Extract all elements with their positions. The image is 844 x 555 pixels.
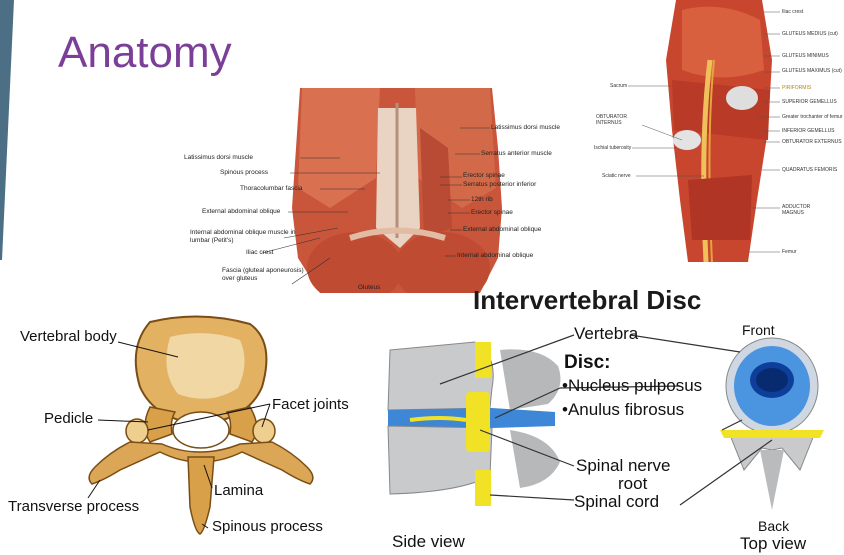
back-label-latissimus-left: Latissimus dorsi muscle bbox=[184, 154, 253, 161]
hip-label-ischial-tuberosity: Ischial tuberosity bbox=[594, 145, 631, 151]
back-label-external-oblique-right: External abdominal oblique bbox=[463, 226, 541, 233]
vertebra-label-lamina: Lamina bbox=[214, 482, 263, 499]
back-label-latissimus-right: Latissimus dorsi muscle bbox=[491, 124, 560, 131]
slide-accent-bar bbox=[0, 0, 14, 260]
back-label-internal-oblique-right: Internal abdominal oblique bbox=[457, 252, 533, 259]
disc-label-root: root bbox=[618, 474, 647, 494]
back-label-erector-spinae-upper: Erector spinae bbox=[463, 172, 505, 179]
disc-label-disc: Disc: bbox=[564, 352, 610, 374]
back-label-12th-rib: 12th rib bbox=[471, 196, 493, 203]
hip-label-iliac-crest: Iliac crest bbox=[782, 9, 803, 15]
vertebra-label-facet-joints: Facet joints bbox=[272, 396, 349, 413]
back-label-iliac-crest: Iliac crest bbox=[246, 249, 273, 256]
hip-label-obturator-externus: OBTURATOR EXTERNUS bbox=[782, 139, 842, 145]
vertebra-label-spinous-process: Spinous process bbox=[212, 518, 323, 535]
vertebra-illustration: Vertebral body Facet joints Pedicle Lami… bbox=[0, 302, 360, 555]
hip-label-superior-gemellus: SUPERIOR GEMELLUS bbox=[782, 99, 837, 105]
back-label-erector-spinae-lower: Erector spinae bbox=[471, 209, 513, 216]
back-muscles-illustration: Latissimus dorsi muscle Spinous process … bbox=[180, 88, 580, 293]
disc-label-vertebra: Vertebra bbox=[574, 324, 638, 344]
back-label-serratus-anterior: Serratus anterior muscle bbox=[481, 150, 552, 157]
hip-label-piriformis: PIRIFORMIS bbox=[782, 85, 811, 91]
vertebra-label-body: Vertebral body bbox=[20, 328, 117, 345]
hip-label-gluteus-minimus: GLUTEUS MINIMUS bbox=[782, 53, 829, 59]
disc-diagram: Intervertebral Disc Front Vertebra Disc:… bbox=[380, 280, 844, 555]
vertebra-label-pedicle: Pedicle bbox=[44, 410, 93, 427]
hip-label-inferior-gemellus: INFERIOR GEMELLUS bbox=[782, 128, 835, 134]
hip-label-gluteus-maximus: GLUTEUS MAXIMUS (cut) bbox=[782, 68, 842, 74]
disc-label-side-view: Side view bbox=[392, 532, 465, 552]
vertebra-label-transverse-process: Transverse process bbox=[8, 498, 139, 515]
disc-label-front: Front bbox=[742, 322, 775, 338]
disc-label-anulus-fibrosus: •Anulus fibrosus bbox=[562, 400, 684, 420]
hip-label-greater-trochanter: Greater trochanter of femur bbox=[782, 114, 843, 120]
slide-title: Anatomy bbox=[58, 28, 232, 78]
hip-label-femur: Femur bbox=[782, 249, 796, 255]
back-label-thoracolumbar-fascia: Thoracolumbar fascia bbox=[240, 185, 303, 192]
disc-label-spinal-nerve: Spinal nerve bbox=[576, 456, 671, 476]
back-label-gluteus: Gluteus bbox=[358, 284, 380, 291]
hip-muscles-illustration: Iliac crest GLUTEUS MEDIUS (cut) GLUTEUS… bbox=[592, 0, 844, 262]
hip-label-obturator-internus: OBTURATOR INTERNUS bbox=[596, 114, 642, 126]
hip-label-adductor-magnus: ADDUCTOR MAGNUS bbox=[782, 204, 822, 216]
hip-label-sciatic-nerve: Sciatic nerve bbox=[602, 173, 631, 179]
disc-label-back: Back bbox=[758, 518, 789, 534]
disc-diagram-title: Intervertebral Disc bbox=[473, 285, 701, 316]
back-label-gluteal-fascia: Fascia (gluteal aponeurosis) over gluteu… bbox=[222, 267, 312, 283]
disc-label-spinal-cord: Spinal cord bbox=[574, 492, 659, 512]
back-label-spinous-process: Spinous process bbox=[220, 169, 268, 176]
disc-label-top-view: Top view bbox=[740, 534, 806, 554]
hip-label-sacrum: Sacrum bbox=[610, 83, 627, 89]
hip-label-gluteus-medius: GLUTEUS MEDIUS (cut) bbox=[782, 31, 842, 37]
back-label-serratus-posterior: Serratus posterior inferior bbox=[463, 181, 536, 188]
disc-label-nucleus-pulposus: •Nucleus pulposus bbox=[562, 376, 702, 396]
back-label-internal-oblique-left: Internal abdominal oblique muscle in lum… bbox=[190, 229, 300, 245]
hip-label-quadratus-femoris: QUADRATUS FEMORIS bbox=[782, 167, 837, 173]
back-label-external-oblique-left: External abdominal oblique bbox=[202, 208, 280, 215]
